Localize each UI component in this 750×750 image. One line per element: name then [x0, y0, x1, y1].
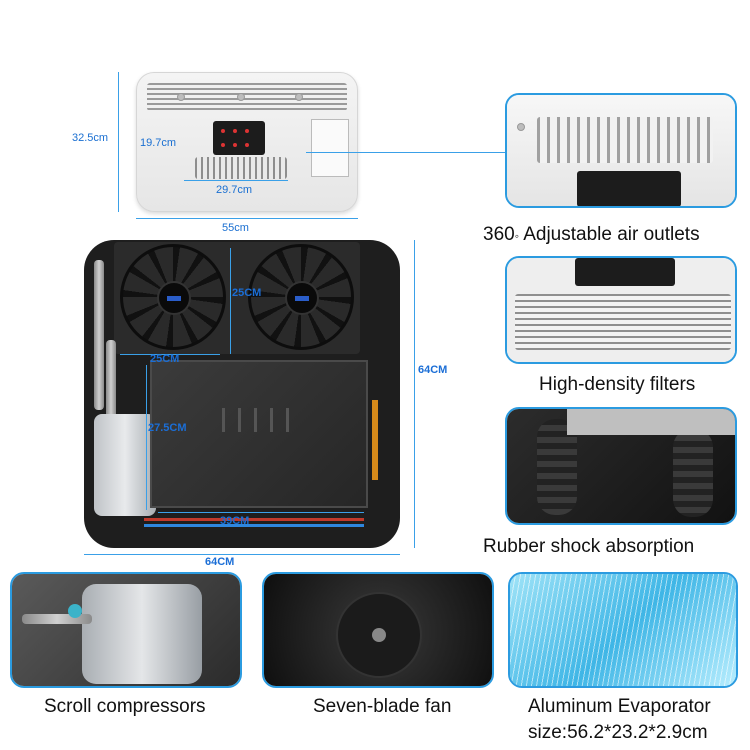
dim-unit-height: 64CM	[418, 364, 448, 376]
caption-degree: 360	[483, 224, 515, 245]
degree-mark: ◦	[514, 229, 519, 243]
caption-evaporator-size: size:56.2*23.2*2.9cm	[528, 722, 708, 743]
dim-line-unit-width	[84, 554, 400, 555]
wire-bundle	[144, 524, 364, 527]
callout-evaporator	[508, 572, 738, 688]
caption-fan: Seven-blade fan	[313, 696, 452, 717]
control-panel-closeup	[577, 171, 681, 206]
callout-fan	[262, 572, 494, 688]
wire-bundle	[372, 400, 378, 480]
filter-grille	[515, 294, 731, 350]
screw	[237, 93, 245, 101]
energy-label-sticker	[311, 119, 349, 177]
dim-cover-height: 27.5CM	[148, 422, 187, 434]
caption-evaporator: Aluminum Evaporator	[528, 696, 711, 717]
mount-plate	[567, 409, 735, 435]
caption-filters: High-density filters	[539, 374, 696, 395]
dim-panel-height: 19.7cm	[140, 137, 177, 149]
dim-indoor-width: 55cm	[222, 222, 249, 234]
screw	[295, 93, 303, 101]
evaporator-fins	[510, 574, 736, 686]
dim-indoor-height: 32.5cm	[72, 132, 109, 144]
callout-air-outlets	[505, 93, 737, 208]
dim-line-unit-height	[414, 240, 415, 548]
cover-vents	[222, 408, 296, 432]
callout-filters	[505, 256, 737, 364]
dim-line-fan-height	[230, 248, 231, 354]
callout-compressor	[10, 572, 242, 688]
wire-bundle	[144, 518, 364, 521]
fan-shaft	[372, 628, 386, 642]
dim-line-cover-width	[158, 512, 364, 513]
rubber-mount	[537, 419, 577, 515]
scroll-compressor	[82, 584, 202, 684]
screw	[517, 123, 525, 131]
dim-unit-width: 64CM	[205, 556, 235, 568]
valve-cap	[68, 604, 82, 618]
compressor	[94, 414, 156, 516]
dim-line-cover-height	[146, 365, 147, 510]
control-panel-closeup	[575, 258, 675, 286]
copper-pipe	[94, 260, 104, 410]
dim-line-indoor-height	[118, 72, 119, 212]
caption-compressor: Scroll compressors	[44, 696, 206, 717]
condenser-fan-left	[120, 244, 226, 350]
dim-line-indoor-width	[136, 218, 358, 219]
rubber-mount	[673, 429, 713, 517]
adjustable-louver	[537, 117, 713, 163]
control-panel	[213, 121, 265, 155]
dim-line-panel-width	[184, 180, 288, 181]
dim-line-fan-width	[120, 354, 220, 355]
dim-cover-width: 39CM	[220, 515, 250, 527]
callout-connector-line	[306, 152, 506, 153]
dim-fan-height: 25CM	[232, 287, 262, 299]
dim-fan-width: 25CM	[150, 353, 180, 365]
copper-pipe	[106, 340, 116, 430]
electrical-box-cover	[150, 360, 368, 508]
indoor-unit-image	[136, 72, 358, 212]
screw	[177, 93, 185, 101]
copper-pipe	[22, 614, 92, 624]
caption-air-outlets-text: Adjustable air outlets	[523, 224, 700, 245]
rooftop-unit-image	[84, 240, 400, 548]
caption-air-outlets: 360◦ Adjustable air outlets	[483, 224, 700, 246]
callout-rubber-shock	[505, 407, 737, 525]
condenser-fan-right	[248, 244, 354, 350]
dim-panel-width: 29.7cm	[216, 184, 253, 196]
caption-rubber-shock: Rubber shock absorption	[483, 536, 695, 557]
air-outlet-louver	[195, 157, 287, 179]
